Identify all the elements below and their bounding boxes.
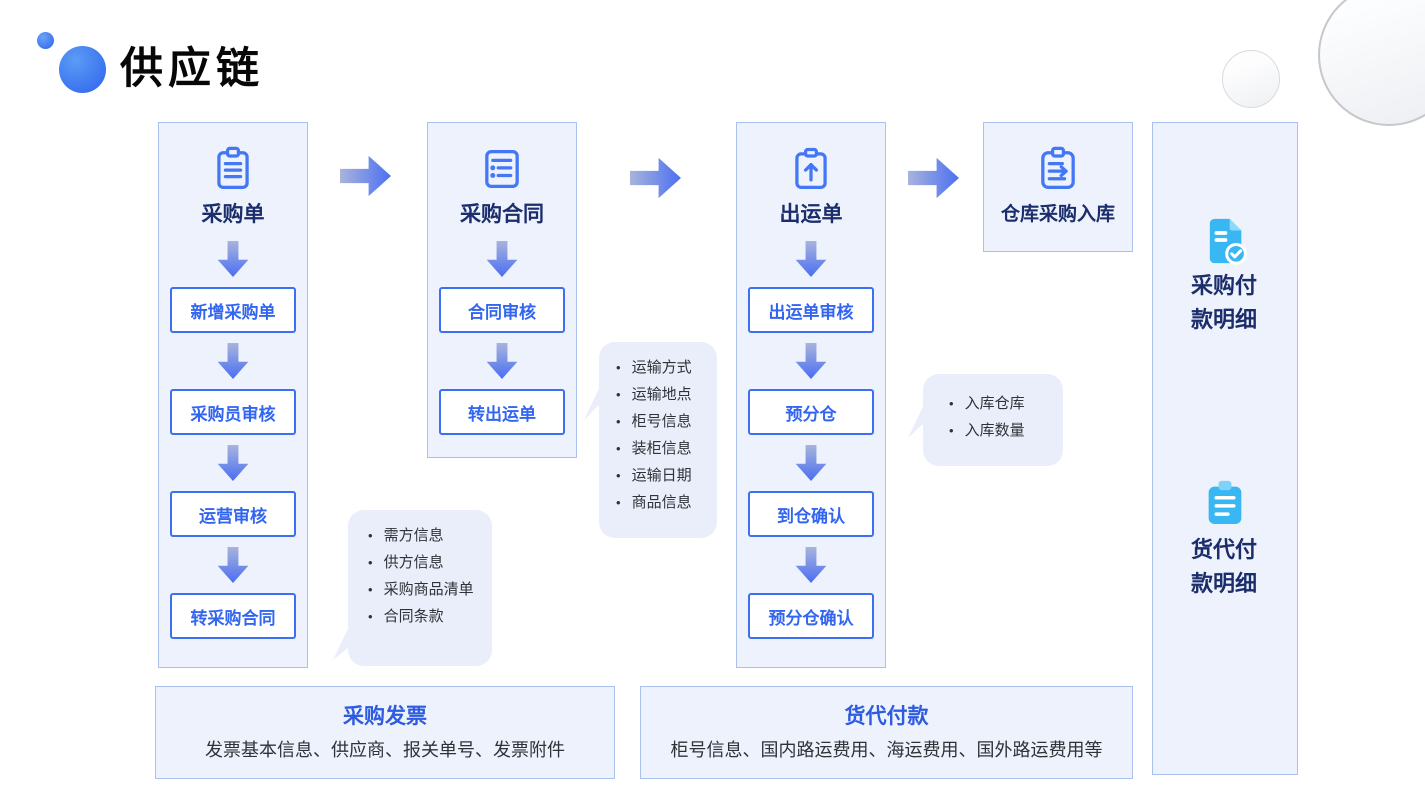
callout-warehouse-fields: 入库仓库 入库数量 (908, 374, 1063, 466)
arrow-down-icon (795, 343, 827, 379)
step-shipment-review: 出运单审核 (748, 287, 874, 333)
callout-tail (584, 378, 604, 420)
purchase-invoice-subtitle: 发票基本信息、供应商、报关单号、发票附件 (205, 740, 565, 760)
clipboard-transfer-icon (1032, 143, 1084, 195)
callout-item: 合同条款 (364, 603, 482, 630)
callout-item: 装柜信息 (612, 435, 707, 462)
callout-item: 商品信息 (612, 489, 707, 516)
column-title: 仓库采购入库 (1000, 204, 1115, 225)
purchase-invoice-title: 采购发票 (343, 705, 427, 728)
arrow-down-icon (486, 241, 518, 277)
sidebar-item-purchase-payment: 采购付款明细 (1191, 273, 1258, 332)
shipment-order-column: 出运单 出运单审核 预分仓 到仓确认 预分仓确认 (736, 122, 886, 668)
callout-shipment-fields: 运输方式 运输地点 柜号信息 装柜信息 运输日期 商品信息 (584, 342, 717, 538)
callout-tail (908, 396, 928, 438)
arrow-right-icon (630, 157, 681, 199)
step-purchaser-review: 采购员审核 (170, 389, 296, 435)
column-title: 采购单 (201, 203, 265, 226)
logo-dot-large (59, 46, 106, 93)
callout-purchase-contract-fields: 需方信息 供方信息 采购商品清单 合同条款 (333, 510, 492, 666)
sidebar-item-forwarder-payment: 货代付款明细 (1191, 537, 1258, 596)
clipboard-doc-icon (207, 143, 259, 195)
step-contract-review: 合同审核 (439, 287, 565, 333)
arrow-down-icon (795, 241, 827, 277)
column-title: 采购合同 (460, 203, 544, 226)
step-to-purchase-contract: 转采购合同 (170, 593, 296, 639)
step-new-purchase-order: 新增采购单 (170, 287, 296, 333)
callout-item: 运输地点 (612, 381, 707, 408)
arrow-down-icon (795, 547, 827, 583)
clipboard-upload-icon (785, 143, 837, 195)
arrow-right-icon (340, 155, 391, 197)
document-check-icon (1153, 213, 1297, 269)
decorative-circle-small (1222, 50, 1280, 108)
purchase-contract-column: 采购合同 合同审核 转出运单 (427, 122, 577, 458)
clipboard-list-icon (476, 143, 528, 195)
callout-tail (333, 618, 353, 660)
callout-item: 入库数量 (945, 417, 1053, 444)
decorative-circle-large (1318, 0, 1425, 126)
callout-item: 柜号信息 (612, 408, 707, 435)
step-pre-allocate-warehouse: 预分仓 (748, 389, 874, 435)
callout-item: 需方信息 (364, 522, 482, 549)
arrow-down-icon (795, 445, 827, 481)
payment-details-sidebar: 采购付款明细 货代付款明细 (1152, 122, 1298, 775)
callout-item: 采购商品清单 (364, 576, 482, 603)
step-operations-review: 运营审核 (170, 491, 296, 537)
forwarder-payment-subtitle: 柜号信息、国内路运费用、海运费用、国外路运费用等 (670, 740, 1103, 760)
step-to-shipment-order: 转出运单 (439, 389, 565, 435)
arrow-down-icon (217, 445, 249, 481)
column-title: 出运单 (779, 203, 843, 226)
arrow-down-icon (486, 343, 518, 379)
clipboard-solid-icon (1153, 475, 1297, 531)
page-title: 供应链 (120, 45, 264, 93)
purchase-order-column: 采购单 新增采购单 采购员审核 运营审核 转采购合同 (158, 122, 308, 668)
callout-item: 入库仓库 (945, 390, 1053, 417)
arrow-right-icon (908, 157, 959, 199)
forwarder-payment-title: 货代付款 (844, 705, 929, 728)
warehouse-inbound-column: 仓库采购入库 (983, 122, 1133, 252)
callout-item: 供方信息 (364, 549, 482, 576)
step-pre-allocate-confirm: 预分仓确认 (748, 593, 874, 639)
forwarder-payment-box: 货代付款 柜号信息、国内路运费用、海运费用、国外路运费用等 (640, 686, 1133, 779)
logo-dot-small (37, 32, 54, 49)
purchase-invoice-box: 采购发票 发票基本信息、供应商、报关单号、发票附件 (155, 686, 615, 779)
step-arrival-confirm: 到仓确认 (748, 491, 874, 537)
callout-item: 运输日期 (612, 462, 707, 489)
arrow-down-icon (217, 343, 249, 379)
callout-item: 运输方式 (612, 354, 707, 381)
arrow-down-icon (217, 241, 249, 277)
arrow-down-icon (217, 547, 249, 583)
